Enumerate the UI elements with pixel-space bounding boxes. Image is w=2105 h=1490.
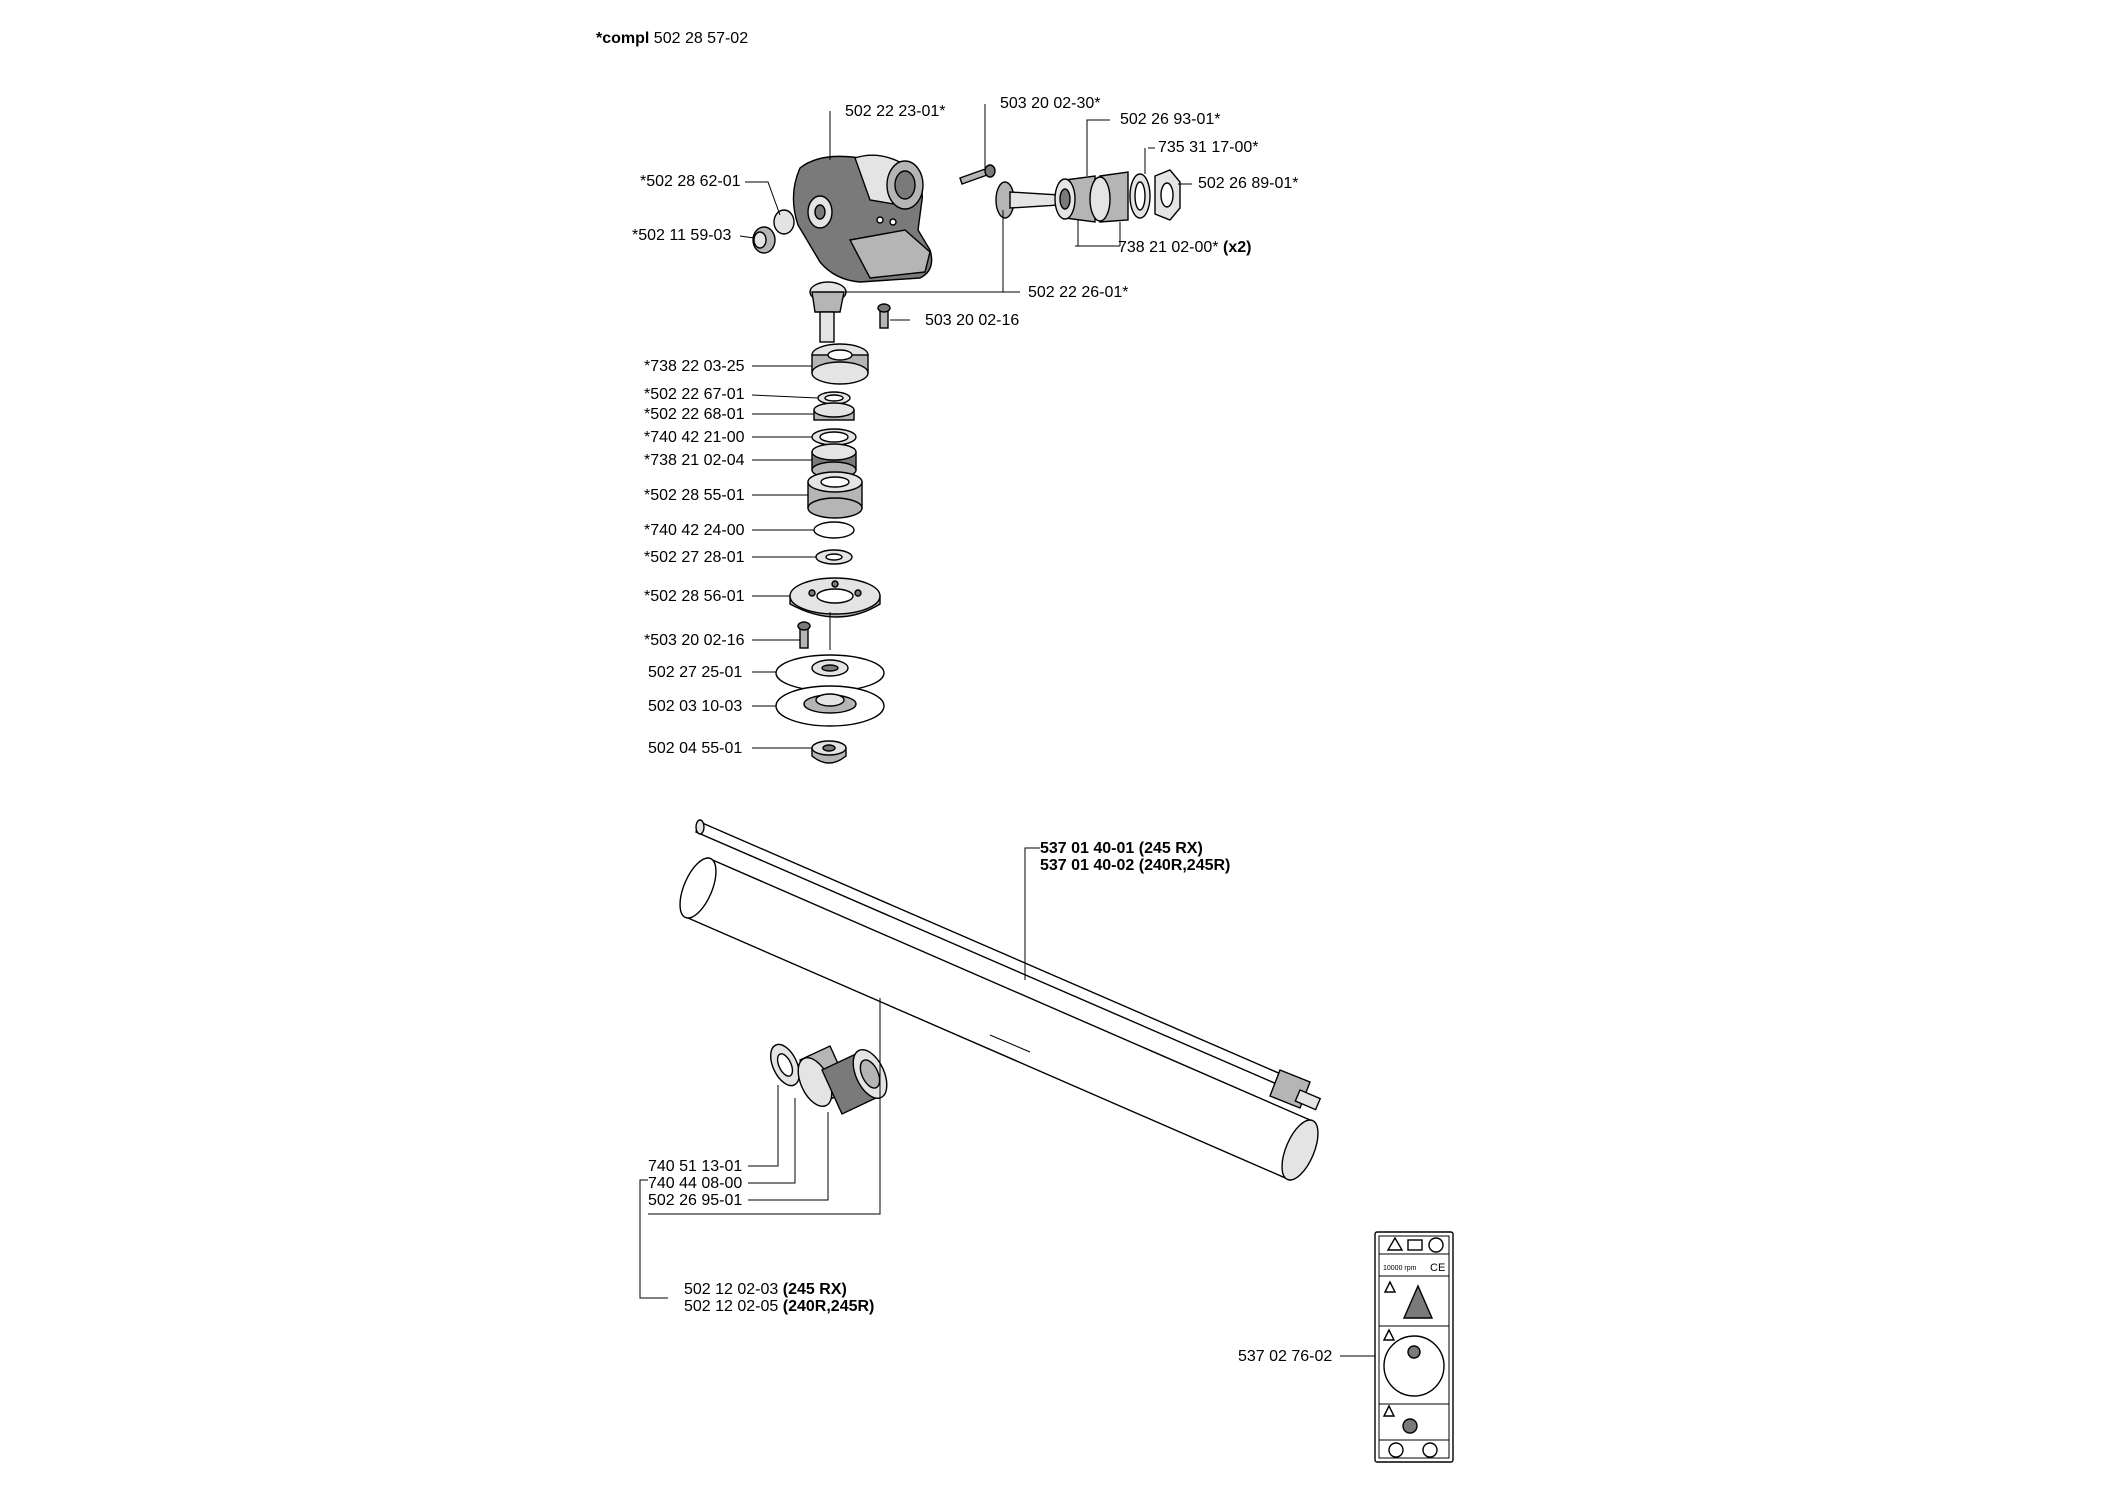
screw-top [959, 164, 996, 185]
part-label: *502 28 55-01 [644, 487, 745, 504]
person-icon [1407, 1345, 1421, 1359]
plug-cap [773, 209, 795, 235]
output-gear [809, 281, 847, 343]
part-label: *502 22 68-01 [644, 406, 745, 423]
part-label: 502 03 10-03 [648, 698, 742, 715]
warning-triangle-icon [1382, 1404, 1396, 1417]
warning-triangle-icon [1382, 1328, 1396, 1341]
retaining-ring [1129, 173, 1151, 219]
part-label: 502 22 26-01* [1028, 284, 1129, 301]
leader-lines-kit [639, 998, 881, 1299]
part-label: *502 28 56-01 [644, 588, 745, 605]
bearing-kit-label-group: 740 51 13-01 740 44 08-00 502 26 95-01 [648, 1158, 742, 1209]
stack-ring-2 [813, 402, 855, 421]
leader-lines-shaft [1024, 847, 1040, 980]
plug-screw [752, 226, 776, 254]
part-label: 502 26 89-01* [1198, 175, 1299, 192]
stack-screw [797, 621, 811, 649]
kit-label: 740 51 13-01 [648, 1158, 742, 1175]
kit-label: 740 44 08-00 [648, 1175, 742, 1192]
part-label: *502 11 59-03 [632, 227, 731, 244]
stack-nut [811, 740, 847, 764]
part-label: 735 31 17-00* [1158, 139, 1259, 156]
bearing-kit-ring [769, 1043, 801, 1087]
leader-lines-top [739, 104, 1192, 321]
stack-washer [815, 549, 853, 565]
part-label: 502 27 25-01 [648, 664, 742, 681]
thrown-object-icon [1402, 1284, 1434, 1319]
part-label: 503 20 02-30* [1000, 95, 1101, 112]
stack-bearing-2 [811, 443, 857, 479]
decal-rpm: 10000 rpm [1383, 1265, 1417, 1272]
part-label: *502 27 28-01 [644, 549, 745, 566]
hearing-icon [1388, 1442, 1404, 1458]
kit-label: 502 26 95-01 [648, 1192, 742, 1209]
tube-label-group: 502 12 02-03 (245 RX) 502 12 02-05 (240R… [684, 1281, 874, 1315]
stack-flange [789, 577, 881, 618]
leader-lines-stack [751, 365, 831, 749]
decal-label: 537 02 76-02 [1238, 1348, 1332, 1365]
tube-label: 502 12 02-03 (245 RX) [684, 1281, 847, 1298]
stack-ring-1 [817, 391, 851, 405]
warning-triangle-icon [1383, 1280, 1397, 1293]
stack-sleeve [807, 471, 863, 519]
part-label: 502 22 23-01* [845, 103, 946, 120]
bearing-pair [1054, 171, 1129, 223]
part-label: *740 42 24-00 [644, 522, 745, 539]
part-label: *740 42 21-00 [644, 429, 745, 446]
part-label: 502 26 93-01* [1120, 111, 1221, 128]
eye-protection-icon [1422, 1442, 1438, 1458]
safety-distance-icon [1383, 1335, 1445, 1397]
gear-housing [792, 154, 933, 283]
part-label: *502 22 67-01 [644, 386, 745, 403]
tube [679, 857, 1319, 1181]
manual-icon [1407, 1239, 1423, 1251]
shaft-label-group: 537 01 40-01 (245 RX) 537 01 40-02 (240R… [1040, 840, 1230, 874]
bearing-label: 738 21 02-00* (x2) [1118, 239, 1251, 256]
tube-label: 502 12 02-05 (240R,245R) [684, 1298, 874, 1315]
stack-label-group: *738 22 03-25 *502 22 67-01 *502 22 68-0… [644, 358, 745, 757]
part-label: 503 20 02-16 [925, 312, 1019, 329]
warning-decal: 10000 rpm CE [1374, 1231, 1454, 1463]
shaft-label: 537 01 40-01 (245 RX) [1040, 840, 1203, 857]
blade-icon [1402, 1418, 1418, 1434]
gear-housing-label-group: 502 22 23-01* 503 20 02-30* 502 26 93-01… [632, 95, 1299, 329]
decal-ce: CE [1430, 1262, 1445, 1274]
small-screw [877, 303, 891, 329]
part-label: 502 04 55-01 [648, 740, 742, 757]
bevel-pinion [995, 181, 1061, 219]
stack-o-ring [813, 521, 855, 539]
part-label: *503 20 02-16 [644, 632, 745, 649]
hex-nut [1154, 169, 1181, 221]
stack-bearing-1 [811, 343, 869, 385]
shaft-label: 537 01 40-02 (240R,245R) [1040, 857, 1230, 874]
part-label: *738 21 02-04 [644, 452, 745, 469]
helmet-icon [1428, 1237, 1444, 1253]
stack-thrust-cup [775, 685, 885, 727]
part-label: *502 28 62-01 [640, 173, 741, 190]
drive-shaft [695, 819, 1322, 1111]
stack-ring-3 [811, 428, 857, 446]
part-label: *738 22 03-25 [644, 358, 745, 375]
warning-triangle-icon [1386, 1236, 1404, 1251]
header-compl-label: *compl 502 28 57-02 [596, 30, 748, 47]
